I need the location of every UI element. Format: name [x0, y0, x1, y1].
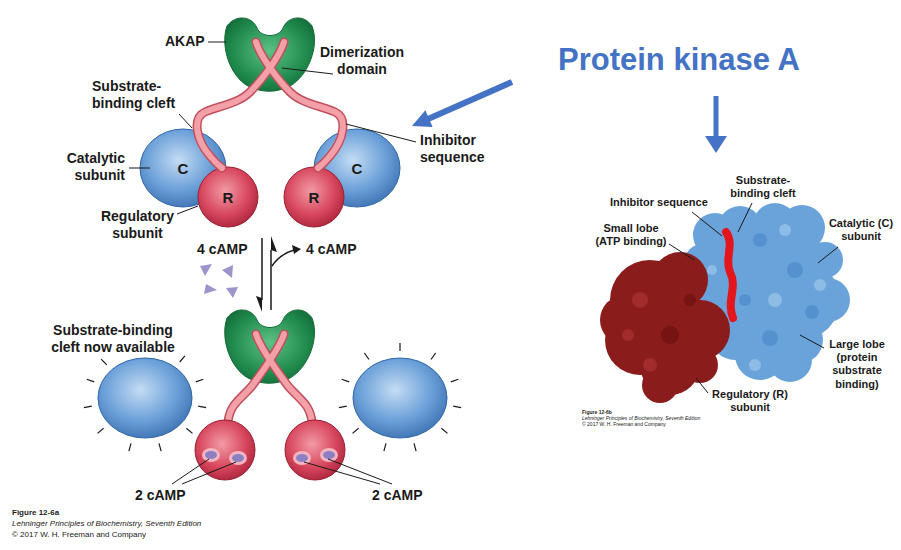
copyright-note: © 2017 W. H. Freeman and Company: [12, 530, 146, 540]
texture-dot: [768, 293, 782, 307]
surface-lobe: [760, 220, 820, 280]
surface-texture: [622, 292, 696, 372]
part-label: Regulatory (R) subunit: [709, 388, 791, 414]
texture-dot: [739, 294, 751, 306]
source-note: Lehninger Principles of Biochemistry, Se…: [12, 519, 201, 529]
molecule-label: 4 cAMP: [197, 241, 248, 258]
part-label: Substrate-binding cleft: [727, 174, 799, 200]
regulatory-subunit: R: [197, 166, 259, 228]
subunit-letter: R: [223, 189, 234, 206]
regulatory-subunit: R: [283, 166, 345, 228]
surface-lobe: [652, 252, 708, 308]
arrow-head: [292, 245, 301, 254]
subunit-letter: C: [178, 160, 189, 177]
part-label: Dimerization domain: [316, 44, 408, 78]
part-label: Substrate-binding cleft: [92, 78, 184, 112]
texture-dot: [707, 265, 717, 275]
active-catalytic-subunit: [353, 358, 447, 438]
texture-dot: [787, 262, 803, 278]
part-label: Small lobe (ATP binding): [592, 222, 670, 248]
texture-dot: [749, 359, 761, 371]
molecule-label: 2 cAMP: [372, 487, 423, 504]
texture-dot: [661, 326, 679, 344]
camp-triangle: [222, 265, 233, 278]
subunit-outline: [198, 167, 258, 227]
surface-texture: [707, 224, 826, 371]
texture-dot: [622, 329, 634, 341]
pointer-arrow: [714, 96, 719, 138]
regulatory-subunit: [195, 420, 255, 480]
subunit-letter: C: [352, 160, 363, 177]
part-label: Inhibitor sequence: [610, 196, 708, 209]
linker-outline: [228, 334, 284, 422]
camp-molecule: [296, 454, 308, 462]
camp-molecule: [205, 451, 217, 459]
surface-lobe: [642, 367, 678, 403]
linker: [256, 334, 312, 422]
title: Protein kinase A: [558, 42, 800, 78]
figure-number: Figure 12-6b: [582, 409, 612, 415]
state-note: Substrate-binding cleft now available: [48, 322, 178, 356]
texture-dot: [632, 292, 648, 308]
camp-pocket: [229, 451, 247, 465]
arrow-head: [412, 110, 433, 127]
equilibrium-arrow: [270, 250, 272, 310]
part-label: Inhibitor sequence: [420, 132, 498, 166]
texture-dot: [805, 305, 819, 319]
camp-triangle: [200, 264, 212, 276]
part-label: Regulatory subunit: [95, 208, 180, 242]
linker: [197, 42, 284, 168]
texture-dot: [684, 294, 696, 306]
source-note: Lehninger Principles of Biochemistry, Se…: [582, 415, 700, 421]
linker: [228, 334, 284, 422]
regulatory-surface: [600, 252, 730, 403]
catalytic-surface: [683, 203, 850, 382]
camp-molecule: [323, 451, 335, 459]
molecule-label: 2 cAMP: [135, 487, 186, 504]
inhibitor-sequence: [726, 232, 733, 318]
arrow-head: [271, 236, 277, 252]
arrow-head: [705, 136, 727, 153]
linker-outline: [197, 42, 284, 168]
texture-dot: [762, 330, 778, 346]
texture-dot: [643, 358, 657, 372]
texture-dot: [814, 279, 826, 291]
linker-outline: [256, 42, 343, 168]
camp-pocket: [202, 448, 220, 462]
akap-anchor: [225, 18, 315, 91]
leader-line: [172, 459, 392, 484]
part-label: Catalytic (C) subunit: [826, 217, 896, 243]
linker-outline: [256, 334, 312, 422]
subunit-letter: R: [309, 189, 320, 206]
pointer-arrow: [428, 82, 512, 119]
arrow-head: [256, 296, 262, 312]
texture-dot: [753, 233, 767, 247]
leader-line: [129, 42, 838, 393]
linker: [256, 42, 343, 168]
akap-anchor: [225, 310, 315, 383]
part-label: AKAP: [165, 33, 205, 50]
part-label: Catalytic subunit: [55, 150, 125, 184]
camp-triangle: [226, 287, 238, 298]
texture-dot: [779, 224, 791, 236]
release-arrow: [272, 250, 294, 266]
surface-lobe: [682, 347, 718, 383]
active-catalytic-subunit: [98, 358, 192, 438]
activity-rays: [84, 343, 461, 451]
camp-triangle: [204, 284, 217, 294]
copyright-note: © 2017 W. H. Freeman and Company: [582, 421, 666, 427]
part-label: Large lobe (protein substrate binding): [826, 338, 888, 391]
equilibrium-arrow: [261, 238, 263, 300]
subunit-outline: [284, 167, 344, 227]
camp-molecule: [232, 454, 244, 462]
figure-number: Figure 12-6a: [12, 508, 59, 518]
molecule-label: 4 cAMP: [306, 241, 357, 258]
